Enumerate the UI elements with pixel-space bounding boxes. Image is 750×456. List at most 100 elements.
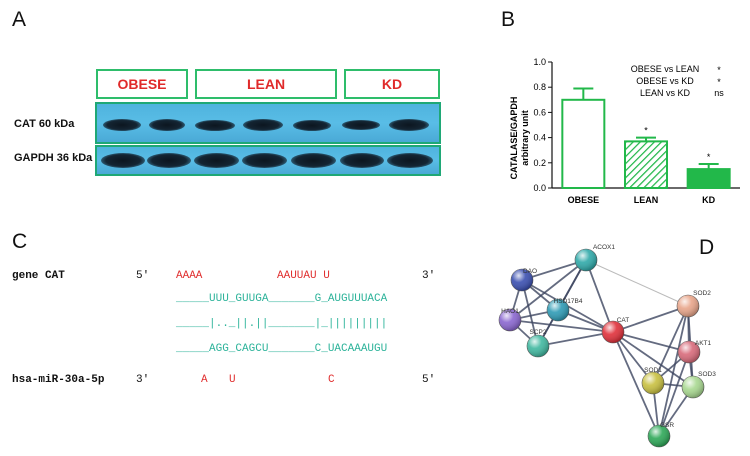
band-cat-1 xyxy=(103,119,141,131)
category-label: KD xyxy=(702,195,715,205)
edge-cat-sod2 xyxy=(612,305,689,333)
node-label: AKT1 xyxy=(695,340,712,347)
blot-label-cat: CAT 60 kDa xyxy=(14,118,75,130)
comparison-mark: ns xyxy=(714,88,724,98)
node-label: SCP2 xyxy=(530,329,547,336)
band-gapdh-6 xyxy=(340,153,384,168)
blot-image-gapdh xyxy=(95,145,441,176)
node-label: HAO1 xyxy=(501,308,519,315)
node-shine xyxy=(499,309,521,331)
band-gapdh-4 xyxy=(242,153,287,168)
y-tick-label: 1.0 xyxy=(533,57,546,67)
group-label-kd: KD xyxy=(381,76,403,92)
band-cat-7 xyxy=(389,119,429,131)
node-label: ACOX1 xyxy=(593,244,615,251)
edge-akt1-gsr xyxy=(658,351,690,437)
comparison-label: OBESE vs LEAN xyxy=(631,64,700,74)
edge-acox1-sod2 xyxy=(585,259,689,307)
edge-acox1-hao1 xyxy=(509,259,587,321)
node-shine xyxy=(642,372,664,394)
edge-dao-scp2 xyxy=(521,279,539,347)
chart-ticks: 0.00.20.40.60.81.0 xyxy=(533,57,552,193)
bar-obese xyxy=(561,98,606,189)
gene-3prime: 3' xyxy=(422,270,436,282)
band-gapdh-7 xyxy=(387,153,433,168)
node-shine xyxy=(602,321,624,343)
band-gapdh-2 xyxy=(147,153,191,168)
comparison-mark: * xyxy=(717,65,721,75)
gene-unpaired-1: AAAA xyxy=(176,270,203,282)
significance-mark: * xyxy=(707,152,711,162)
mirna-3prime: 3' xyxy=(136,374,150,386)
comparison-label: OBESE vs KD xyxy=(636,76,694,86)
comparison-mark: * xyxy=(717,77,721,87)
bar-lean xyxy=(624,140,668,189)
mirna-unpaired-3: C xyxy=(328,374,335,386)
edge-cat-gsr xyxy=(612,331,660,437)
category-label: LEAN xyxy=(634,195,659,205)
edge-cat-akt1 xyxy=(612,331,690,353)
pairing-line: _____|.._||.||_______|_||||||||| xyxy=(176,318,388,330)
band-gapdh-1 xyxy=(101,153,145,168)
node-shine xyxy=(527,335,549,357)
band-cat-3 xyxy=(195,120,235,131)
group-label-obese: OBESE xyxy=(117,76,167,92)
significance-mark: * xyxy=(644,126,648,136)
node-shine xyxy=(678,341,700,363)
band-gapdh-5 xyxy=(291,153,336,168)
node-shine xyxy=(648,425,670,447)
node-label: GSR xyxy=(660,422,674,429)
node-label: DAO xyxy=(523,268,537,275)
edge-cat-scp2 xyxy=(537,331,614,347)
panel-label-d: D xyxy=(699,236,715,259)
gene-5prime: 5' xyxy=(136,270,150,282)
node-label: CAT xyxy=(617,317,630,324)
mirna-label: hsa-miR-30a-5p xyxy=(12,374,105,386)
mirna-5prime: 5' xyxy=(422,374,436,386)
panel-label-b: B xyxy=(501,8,516,31)
node-shine xyxy=(547,299,569,321)
node-shine xyxy=(575,249,597,271)
y-tick-label: 0.0 xyxy=(533,183,546,193)
gene-label: gene CAT xyxy=(12,270,65,282)
node-label: SOD1 xyxy=(644,367,662,374)
edge-sod2-gsr xyxy=(658,305,689,437)
band-cat-2 xyxy=(149,119,185,131)
node-shine xyxy=(511,269,533,291)
mirna-unpaired-1: A xyxy=(201,374,208,386)
group-box-obese: OBESE xyxy=(96,69,188,99)
comparison-label: LEAN vs KD xyxy=(640,88,691,98)
group-box-lean: LEAN xyxy=(195,69,337,99)
node-shine xyxy=(682,376,704,398)
blot-label-gapdh: GAPDH 36 kDa xyxy=(14,152,93,164)
edge-sod2-sod1 xyxy=(652,305,689,384)
node-shine xyxy=(677,295,699,317)
gene-unpaired-2: AAUUAU U xyxy=(277,270,330,282)
band-gapdh-3 xyxy=(194,153,239,168)
mirna-unpaired-2: U xyxy=(229,374,236,386)
group-label-lean: LEAN xyxy=(246,76,286,92)
edge-cat-hao1 xyxy=(509,319,614,333)
panel-label-a: A xyxy=(12,8,27,31)
y-tick-label: 0.6 xyxy=(533,107,546,117)
node-label: SOD2 xyxy=(693,290,711,297)
y-axis-label-line1: CATALASE/GAPDH xyxy=(509,97,519,180)
bar-kd xyxy=(686,168,731,189)
y-tick-label: 0.2 xyxy=(533,158,546,168)
band-cat-5 xyxy=(293,120,331,131)
chart-bars: ** xyxy=(561,87,731,189)
y-axis-label-line2: arbitrary unit xyxy=(520,110,530,166)
panel-label-c: C xyxy=(12,230,28,253)
group-box-kd: KD xyxy=(344,69,440,99)
band-cat-4 xyxy=(243,119,283,131)
y-tick-label: 0.8 xyxy=(533,82,546,92)
edge-cat-acox1 xyxy=(585,259,614,333)
band-cat-6 xyxy=(342,120,380,130)
node-label: SOD3 xyxy=(698,371,716,378)
node-label: HSD17B4 xyxy=(554,298,583,305)
gene-paired-line: _____UUU_GUUGA_______G_AUGUUUACA xyxy=(176,293,388,305)
chart-comparisons: OBESE vs LEAN * OBESE vs KD * LEAN vs KD ns xyxy=(631,64,725,98)
